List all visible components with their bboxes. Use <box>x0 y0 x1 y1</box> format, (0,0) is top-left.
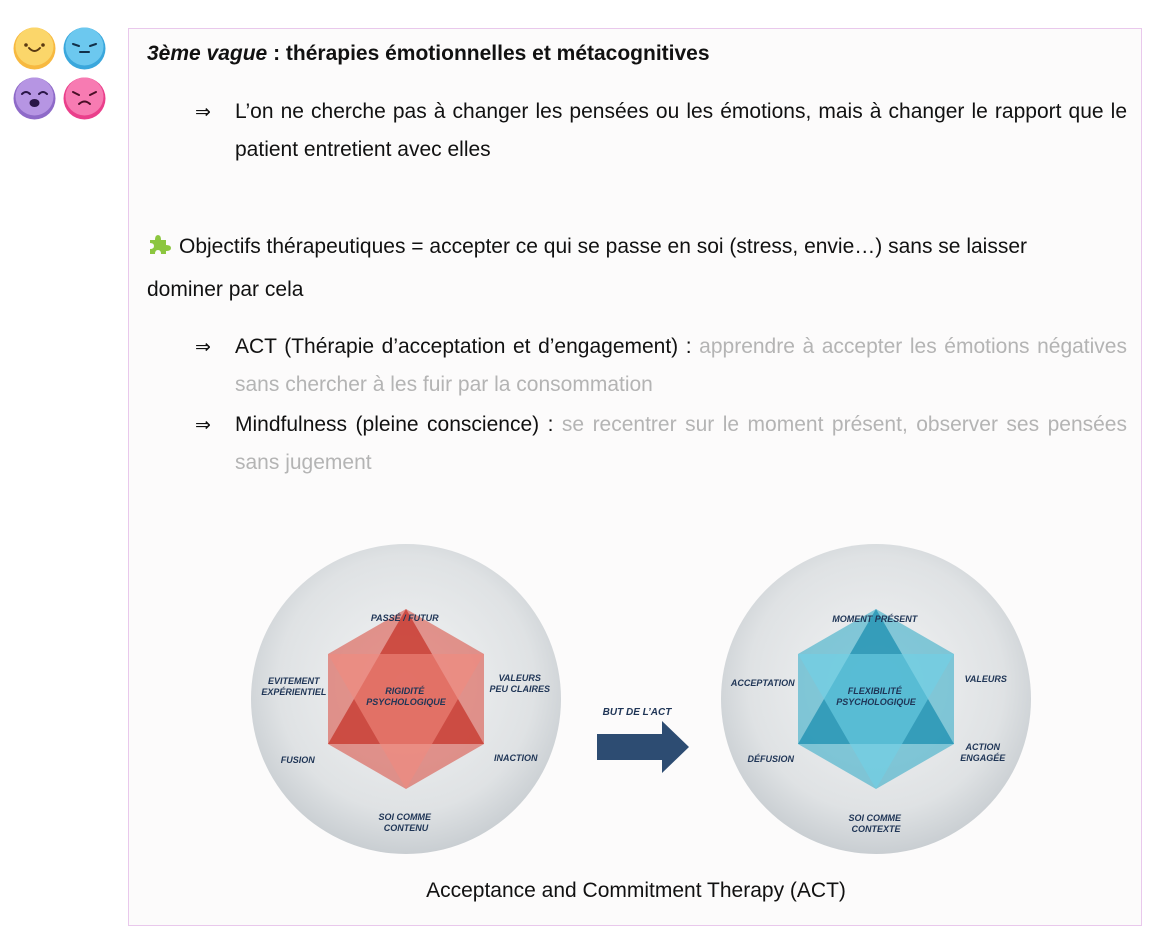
bottom-right-label: INACTION <box>494 753 538 763</box>
puzzle-icon <box>147 230 171 270</box>
emoji-stickers <box>12 26 112 126</box>
flexibility-hexaflex: FLEXIBILITÉ PSYCHOLOGIQUE MOMENT PRÉSENT… <box>721 544 1031 854</box>
arrow-label: BUT DE L’ACT <box>603 707 673 718</box>
bottom-right-label: ENGAGÉE <box>960 753 1006 763</box>
center-label: RIGIDITÉ <box>385 686 425 696</box>
center-label: PSYCHOLOGIQUE <box>836 697 917 707</box>
method-label: ACT (Thérapie d’acceptation et d’engagem… <box>235 335 700 358</box>
implies-arrow-icon: ⇒ <box>195 336 211 358</box>
intro-point: ⇒ L’on ne cherche pas à changer les pens… <box>195 93 1127 169</box>
angry-face-icon <box>62 76 107 121</box>
method-act: ⇒ ACT (Thérapie d’acceptation et d’engag… <box>195 328 1127 404</box>
section-heading: 3ème vague : thérapies émotionnelles et … <box>147 42 710 66</box>
top-label: MOMENT PRÉSENT <box>832 614 919 624</box>
bottom-right-label: ACTION <box>964 742 1000 752</box>
objectives-text: Objectifs thérapeutiques = accepter ce q… <box>147 235 1027 301</box>
method-mindfulness: ⇒ Mindfulness (pleine conscience) : se r… <box>195 406 1127 482</box>
smiling-face-icon <box>12 26 57 71</box>
method-label: Mindfulness (pleine conscience) : <box>235 413 562 436</box>
act-hexaflex-diagram: RIGIDITÉ PSYCHOLOGIQUE PASSÉ / FUTUR EVI… <box>251 544 1031 854</box>
center-label: FLEXIBILITÉ <box>848 686 903 696</box>
top-right-label: PEU CLAIRES <box>489 684 550 694</box>
center-label: PSYCHOLOGIQUE <box>366 697 447 707</box>
sleepy-face-icon <box>62 26 107 71</box>
objectives: Objectifs thérapeutiques = accepter ce q… <box>147 227 1107 310</box>
method-detail: apprendre à accepter les émotions négati… <box>235 335 1127 396</box>
bottom-label: SOI COMME <box>378 812 431 822</box>
top-left-label: ACCEPTATION <box>730 678 795 688</box>
svg-text:RIGIDITÉ PSYCHOLOGIQUE: RIGIDITÉ PSYCHOLOGIQUE <box>366 686 447 707</box>
top-left-label: EVITEMENT <box>268 676 321 686</box>
diagram-caption: Acceptance and Commitment Therapy (ACT) <box>426 879 846 902</box>
method-detail: se recentrer sur le moment présent, obse… <box>235 413 1127 474</box>
svg-text:FLEXIBILITÉ PSYCHOLOGI: FLEXIBILITÉ PSYCHOLOGIQUE <box>836 686 917 707</box>
right-arrow-icon <box>597 721 689 773</box>
bottom-left-label: FUSION <box>281 755 316 765</box>
bottom-label: SOI COMME <box>848 813 901 823</box>
top-right-label: VALEURS <box>965 674 1007 684</box>
top-left-label: EXPÉRIENTIEL <box>261 687 326 697</box>
content-card: 3ème vague : thérapies émotionnelles et … <box>128 28 1142 926</box>
implies-arrow-icon: ⇒ <box>195 414 211 436</box>
heading-italic: 3ème vague <box>147 42 268 65</box>
svg-text:PASSÉ / FUTUR EVITEMEN: PASSÉ / FUTUR EVITEMENT EXPÉRIENTIEL VAL… <box>261 613 552 833</box>
bottom-left-label: DÉFUSION <box>747 754 794 764</box>
heading-rest: : thérapies émotionnelles et métacogniti… <box>267 42 710 65</box>
top-label: PASSÉ / FUTUR <box>371 613 439 623</box>
sad-face-icon <box>12 76 57 121</box>
svg-text:MOMENT PRÉSENT ACCEPTA: MOMENT PRÉSENT ACCEPTATION VALEURS DÉFUS… <box>730 614 1010 834</box>
implies-arrow-icon: ⇒ <box>195 101 211 123</box>
top-right-label: VALEURS <box>499 673 541 683</box>
bottom-label: CONTENU <box>384 823 429 833</box>
intro-point-text: L’on ne cherche pas à changer les pensée… <box>235 100 1127 161</box>
rigidity-hexaflex: RIGIDITÉ PSYCHOLOGIQUE PASSÉ / FUTUR EVI… <box>251 544 561 854</box>
goal-arrow: BUT DE L’ACT <box>597 707 689 773</box>
bottom-label: CONTEXTE <box>851 824 901 834</box>
